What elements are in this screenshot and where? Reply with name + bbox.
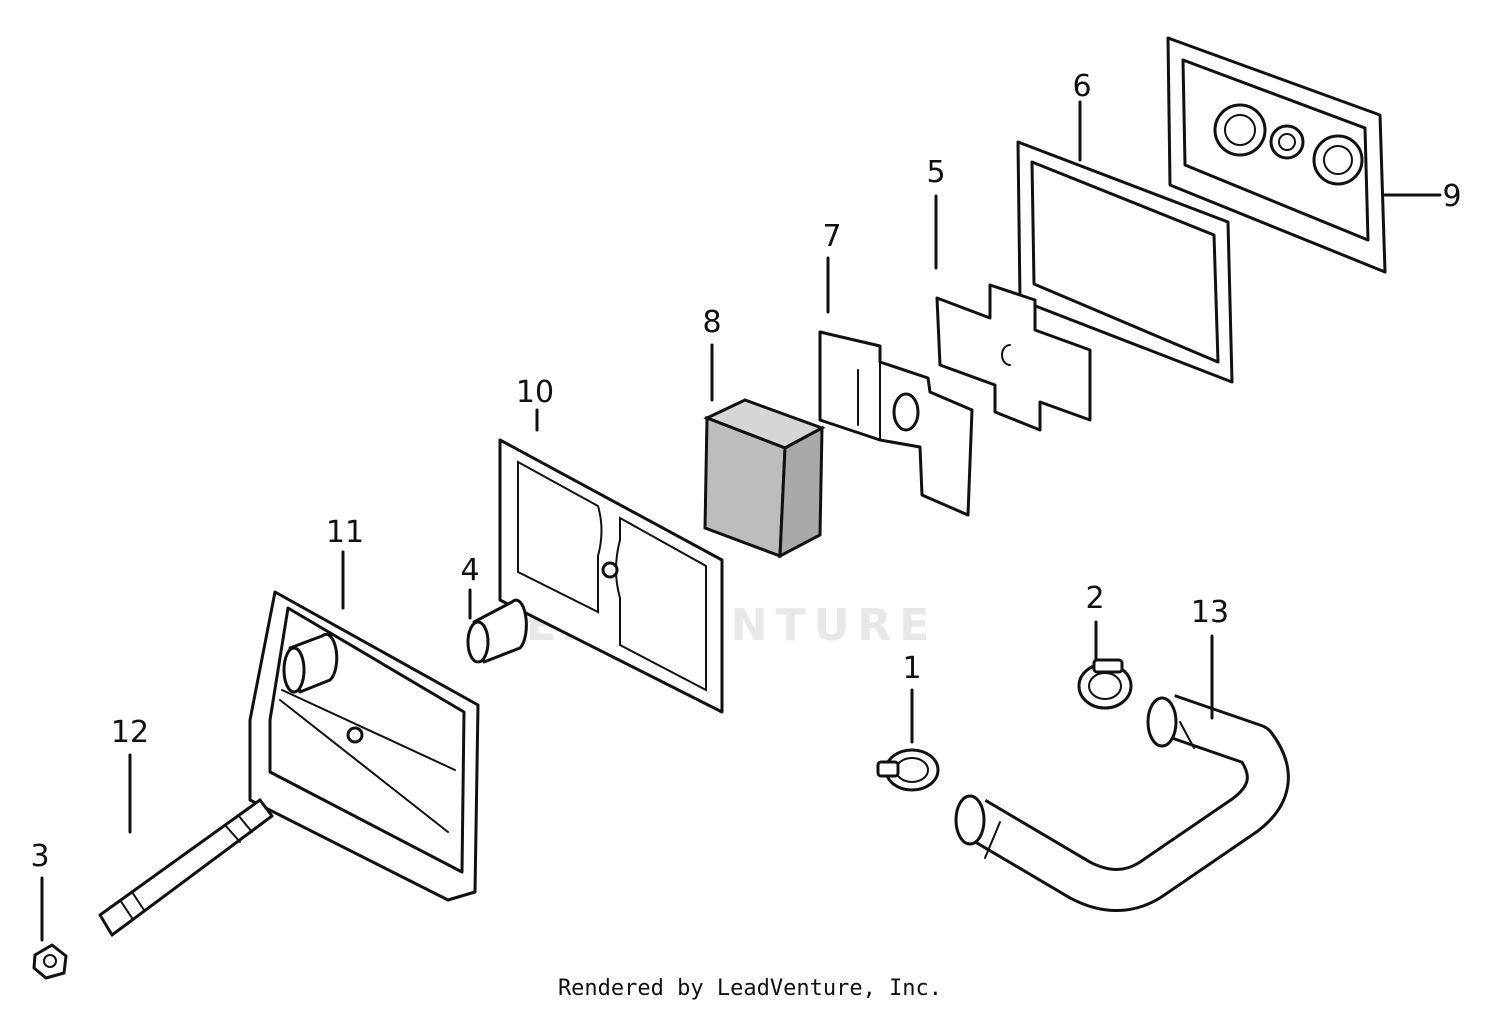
- callout-1: 1: [902, 651, 921, 686]
- part-13-hose: [954, 694, 1290, 912]
- callout-8: 8: [702, 305, 721, 340]
- part-2-clamp: [1077, 658, 1133, 710]
- callout-6: 6: [1072, 69, 1091, 104]
- part-12-stud: [98, 798, 274, 937]
- footer-credit: Rendered by LeadVenture, Inc.: [558, 976, 942, 1001]
- callout-3: 3: [30, 839, 49, 874]
- part-5-cross-plate: [935, 283, 1092, 432]
- leader-lines: [40, 100, 1442, 942]
- part-4-bushing: [466, 598, 528, 664]
- callout-2: 2: [1085, 581, 1104, 616]
- callout-9: 9: [1442, 179, 1461, 214]
- callout-5: 5: [926, 155, 945, 190]
- part-10-gasket: [498, 438, 724, 714]
- part-7-bracket: [818, 330, 974, 517]
- callout-4: 4: [460, 553, 479, 588]
- part-1-clamp: [876, 748, 940, 792]
- part-8-foam-element: [703, 398, 826, 559]
- part-3-nut: [32, 943, 68, 980]
- part-11-base-housing: [248, 590, 480, 902]
- callout-labels: 1 2 3 4 5 6 7 8 9 10 11 12 13: [30, 69, 1461, 874]
- callout-11: 11: [326, 515, 364, 550]
- part-9-cover-plate: [1166, 36, 1387, 274]
- callout-12: 12: [111, 715, 149, 750]
- callout-13: 13: [1191, 595, 1229, 630]
- callout-10: 10: [516, 375, 554, 410]
- part-6-gasket: [1016, 140, 1234, 384]
- callout-7: 7: [822, 219, 841, 254]
